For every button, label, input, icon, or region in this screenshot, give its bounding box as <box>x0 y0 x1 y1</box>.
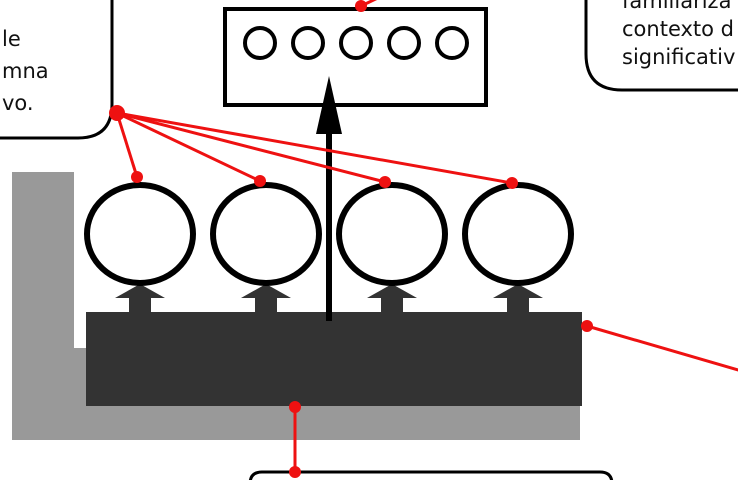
connector-dot <box>506 177 518 189</box>
callout-box-bottom <box>248 470 614 480</box>
connector-line <box>116 111 386 184</box>
element-circle <box>210 182 322 286</box>
svg-text:le mna vo.: le mna vo. <box>2 27 55 115</box>
connector-dot <box>355 0 367 12</box>
main-arrow-head <box>316 76 342 134</box>
connector-line <box>586 324 738 372</box>
register-slot <box>435 26 469 60</box>
svg-text:familiariza contexto d: familiariza contexto d significativ <box>622 0 738 69</box>
connector-line <box>116 111 513 185</box>
connector-lines <box>115 0 738 472</box>
register-slot <box>291 26 325 60</box>
register-slot <box>243 26 277 60</box>
element-group <box>84 182 574 313</box>
register-slot <box>339 26 373 60</box>
connector-dot <box>379 176 391 188</box>
element-up-arrow <box>241 284 291 313</box>
dark-base-block <box>86 312 582 406</box>
connector-line <box>115 112 139 178</box>
register-slots <box>243 26 469 60</box>
callout-box-right <box>584 0 738 92</box>
element-up-arrow <box>367 284 417 313</box>
element-circle <box>462 182 574 286</box>
connector-dot <box>289 466 301 478</box>
register-slot <box>387 26 421 60</box>
callout-right-line-3: significativ <box>622 45 735 69</box>
element-up-arrow <box>493 284 543 313</box>
element-circle <box>84 182 196 286</box>
callout-right-line-1: familiariza <box>622 0 731 13</box>
element-up-arrow <box>115 284 165 313</box>
connector-dot <box>254 175 266 187</box>
callout-left-line-3: vo. <box>2 91 34 115</box>
element-circle <box>336 182 448 286</box>
connector-dot <box>289 401 301 413</box>
callout-right-line-2: contexto d <box>622 17 734 41</box>
callout-left-line-2: mna <box>2 59 49 83</box>
connector-line <box>116 111 261 183</box>
connector-dot <box>131 171 143 183</box>
connector-dot <box>581 320 593 332</box>
callout-left-line-1: le <box>2 27 21 51</box>
connector-dot <box>109 105 125 121</box>
connector-dots <box>109 0 593 478</box>
callout-box-left <box>0 0 114 140</box>
